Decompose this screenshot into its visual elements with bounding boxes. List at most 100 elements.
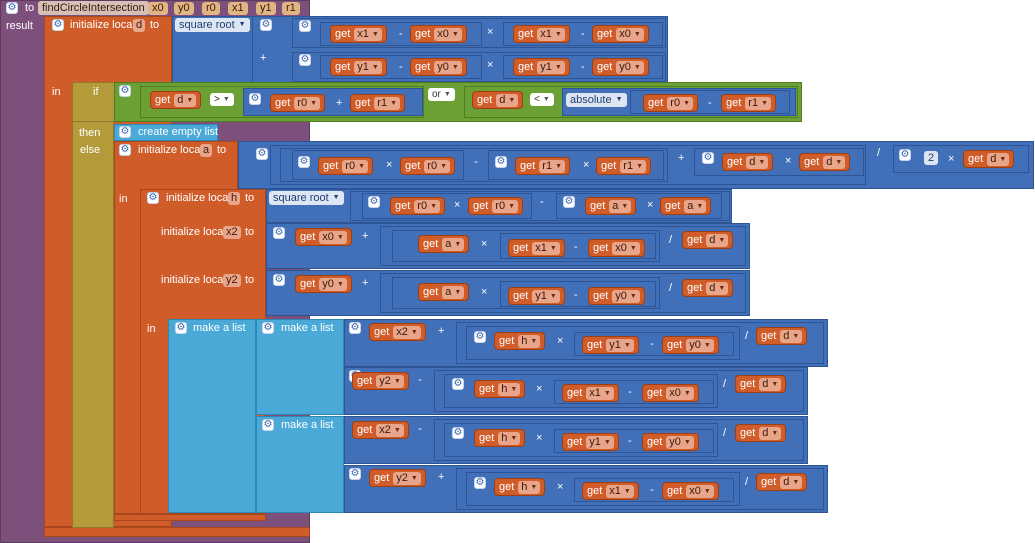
or-operator-dropdown[interactable]: or▼ [428,88,455,101]
list2-item1-times-mutator-icon[interactable]: ⚙ [452,427,464,439]
make-a-list-2-block[interactable] [256,416,344,513]
times-r1-r1-mutator-icon[interactable]: ⚙ [495,156,507,168]
local-d-name[interactable]: d [133,19,146,32]
init-local-h-mutator-icon[interactable]: ⚙ [147,192,159,204]
sum-r0-r1-mutator-icon[interactable]: ⚙ [249,93,261,105]
make-a-list-1-mutator-icon[interactable]: ⚙ [262,322,274,334]
times-dy-mutator-icon[interactable]: ⚙ [299,54,311,66]
sqrt-d-function-dropdown[interactable]: square root▼ [175,18,250,32]
init-local-d-mutator-icon[interactable]: ⚙ [52,19,64,31]
list2-item2-mutator-icon[interactable]: ⚙ [349,468,361,480]
create-empty-list-block[interactable] [114,124,218,141]
make-a-list-outer-mutator-icon[interactable]: ⚙ [175,322,187,334]
local-y2-name[interactable]: y2 [223,274,241,287]
if-block[interactable] [72,82,114,528]
make-a-list-outer-block[interactable] [168,319,256,513]
create-empty-list-icon[interactable]: ⚙ [119,126,131,138]
times-r0-r0-h-mutator-icon[interactable]: ⚙ [368,196,380,208]
list2-item2-times-mutator-icon[interactable]: ⚙ [474,477,486,489]
init-local-a-mutator-icon[interactable]: ⚙ [119,144,131,156]
number-two[interactable]: 2 [924,151,939,165]
list1-item2-times-mutator-icon[interactable]: ⚙ [452,378,464,390]
times-a-a-mutator-icon[interactable]: ⚙ [563,196,575,208]
gt-operator-dropdown[interactable]: >▼ [210,93,234,106]
param-r1[interactable]: r1 [282,2,300,15]
times-r0-r0-mutator-icon[interactable]: ⚙ [298,156,310,168]
param-y0[interactable]: y0 [174,2,194,15]
list1-item1-times-mutator-icon[interactable]: ⚙ [474,331,486,343]
or-mutator-icon[interactable]: ⚙ [119,85,131,97]
make-a-list-2-mutator-icon[interactable]: ⚙ [262,419,274,431]
sum-x2-mutator-icon[interactable]: ⚙ [273,227,285,239]
param-x0[interactable]: x0 [148,2,168,15]
sum-y2-mutator-icon[interactable]: ⚙ [273,274,285,286]
make-a-list-1-block[interactable] [256,319,344,415]
times-dx-mutator-icon[interactable]: ⚙ [299,20,311,32]
times-d-d-mutator-icon[interactable]: ⚙ [702,152,714,164]
param-r0[interactable]: r0 [202,2,220,15]
sqrt-h-function-dropdown[interactable]: square root▼ [269,191,344,205]
absolute-function-dropdown[interactable]: absolute▼ [566,93,627,107]
list1-item1-mutator-icon[interactable]: ⚙ [349,322,361,334]
procedure-name-field[interactable]: findCircleIntersection [38,1,149,15]
divide-a-mutator-icon[interactable]: ⚙ [256,148,268,160]
param-x1[interactable]: x1 [228,2,248,15]
procedure-mutator-icon[interactable]: ⚙ [6,2,18,14]
lt-operator-dropdown[interactable]: <▼ [530,93,554,106]
local-a-name[interactable]: a [200,144,213,157]
local-h-name[interactable]: h [228,192,241,205]
sum-mutator-icon[interactable]: ⚙ [260,19,272,31]
local-x2-name[interactable]: x2 [223,226,241,239]
param-y1[interactable]: y1 [256,2,276,15]
